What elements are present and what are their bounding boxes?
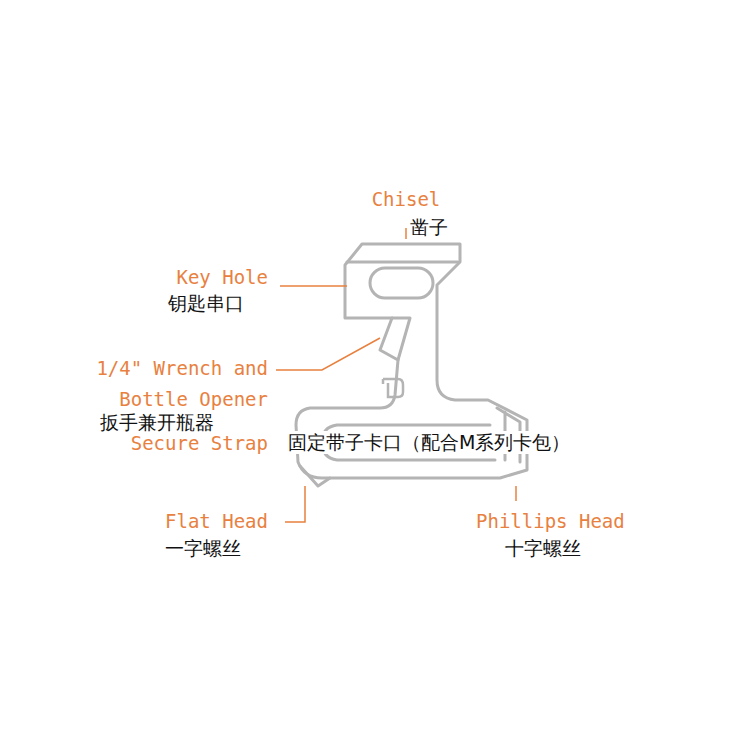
chisel-edge [347, 261, 458, 264]
part-name: Flat Head [165, 510, 268, 533]
leader-line [515, 486, 517, 501]
leader-line [405, 228, 407, 239]
part-name: Phillips Head [476, 510, 625, 533]
leader-line [276, 338, 380, 370]
part-name: Key Hole [176, 266, 268, 289]
part-name-chinese: 十字螺丝 [505, 537, 581, 560]
leader-line [280, 285, 347, 287]
wrench-notch [392, 318, 410, 360]
leader-lines [276, 228, 516, 522]
part-name: 1/4" Wrench and [96, 357, 268, 380]
leader-line [285, 486, 305, 522]
part-name-chinese: 钥匙串口 [168, 292, 244, 315]
flat-head-edge [300, 466, 330, 486]
part-name-chinese: 凿子 [410, 216, 448, 239]
key-hole [370, 268, 433, 298]
part-name: Bottle Opener [119, 388, 268, 411]
part-name: Chisel [372, 188, 441, 211]
part-name-chinese: 固定带子卡口（配合M系列卡包） [286, 431, 572, 454]
part-name-chinese: 扳手兼开瓶器 [100, 411, 214, 434]
part-name-chinese: 一字螺丝 [165, 537, 241, 560]
brand-logo [383, 379, 403, 397]
part-name: Secure Strap [131, 432, 268, 455]
